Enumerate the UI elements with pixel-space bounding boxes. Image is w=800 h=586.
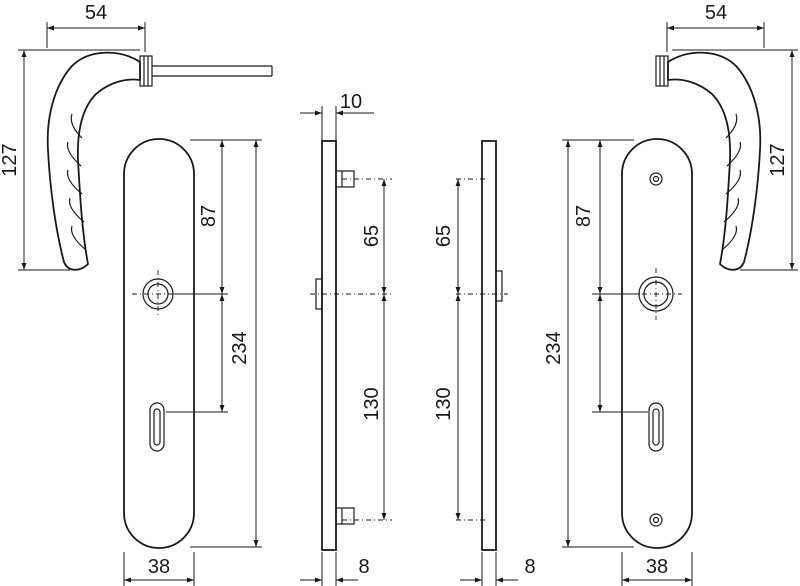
- side-view-right: [456, 140, 508, 551]
- dim-side-left-thickness: 8: [300, 552, 370, 586]
- dim-plate-right-lengths: 87 234: [543, 139, 648, 548]
- dim-plate-left-width: 38: [123, 552, 195, 586]
- handle-left-width-label: 54: [85, 2, 107, 24]
- side-right-thickness-label: 8: [524, 556, 535, 578]
- side-right-upper-label: 65: [433, 225, 455, 247]
- handle-right: [655, 51, 762, 271]
- plate-left-upper-label: 87: [198, 205, 220, 227]
- side-left-thickness-label: 8: [358, 556, 369, 578]
- dim-handle-right-height: 127: [672, 49, 798, 271]
- dim-plate-right-width: 38: [621, 552, 693, 586]
- plate-left-length-label: 234: [229, 331, 251, 364]
- plate-right: [621, 138, 693, 549]
- dim-plate-left-lengths: 87 234: [166, 139, 262, 548]
- side-left-upper-label: 65: [361, 225, 383, 247]
- side-right-lower-label: 130: [433, 387, 455, 420]
- plate-left-width-label: 38: [148, 556, 170, 578]
- plate-right-width-label: 38: [646, 556, 668, 578]
- side-left-lower-label: 130: [361, 387, 383, 420]
- plate-left: [123, 138, 195, 549]
- dim-handle-left-height: 127: [0, 49, 140, 271]
- dim-handle-left-width: 54: [46, 2, 146, 52]
- side-view-left: [310, 140, 392, 551]
- dim-side-right-thickness: 8: [460, 552, 536, 586]
- plate-right-length-label: 234: [543, 331, 565, 364]
- handle-right-height-label: 127: [767, 143, 789, 176]
- dim-side-left-offset: 10: [300, 91, 374, 170]
- dim-handle-right-width: 54: [666, 2, 765, 52]
- plate-right-upper-label: 87: [573, 205, 595, 227]
- dim-side-right-heights: 65 130: [433, 179, 461, 520]
- side-left-offset-label: 10: [340, 91, 362, 113]
- handle-left: [46, 51, 273, 271]
- dim-side-left-heights: 65 130: [361, 179, 387, 520]
- handle-right-width-label: 54: [705, 2, 727, 24]
- handle-left-height-label: 127: [0, 143, 21, 176]
